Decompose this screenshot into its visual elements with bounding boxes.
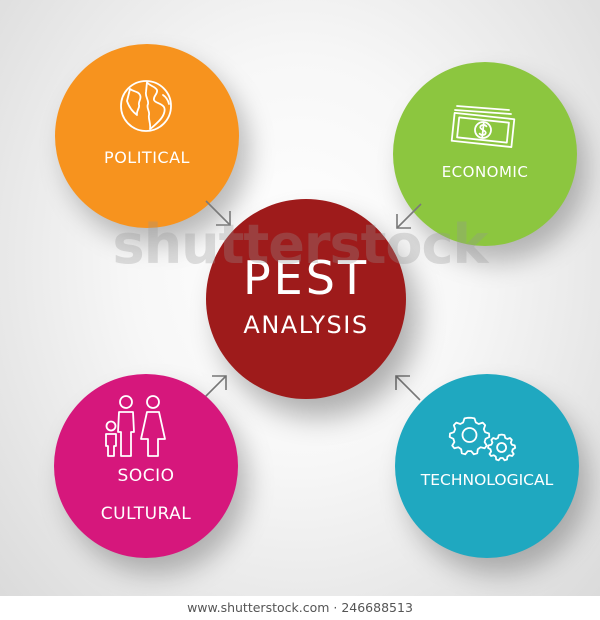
socio-label-line2: CULTURAL <box>100 504 192 524</box>
image-footer: www.shutterstock.com · 246688513 <box>0 596 600 620</box>
economic-circle: ECONOMIC <box>393 62 577 246</box>
socio-cultural-circle: SOCIO CULTURAL <box>54 374 238 558</box>
pest-diagram: POLITICAL ECONOMIC <box>54 44 579 558</box>
political-label: POLITICAL <box>104 148 190 167</box>
money-icon <box>447 102 523 155</box>
arrow-political-to-center <box>200 195 240 235</box>
technological-circle: TECHNOLOGICAL <box>395 374 579 558</box>
family-icon <box>102 394 174 465</box>
globe-icon <box>117 77 175 140</box>
pest-title: PEST <box>242 251 370 305</box>
technological-label: TECHNOLOGICAL <box>420 471 554 489</box>
pest-center-circle: PEST ANALYSIS <box>206 199 406 399</box>
political-circle: POLITICAL <box>55 44 239 228</box>
arrow-economic-to-center <box>387 198 427 238</box>
pest-subtitle: ANALYSIS <box>243 311 369 339</box>
economic-label: ECONOMIC <box>441 163 529 181</box>
gears-icon <box>447 412 523 467</box>
arrow-technological-to-center <box>386 366 426 406</box>
socio-label-line1: SOCIO <box>117 466 175 486</box>
